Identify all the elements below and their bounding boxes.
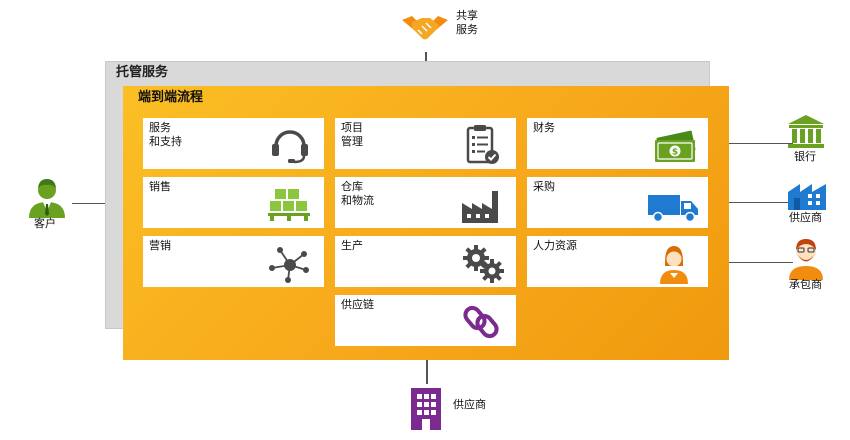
managed-services-title: 托管服务: [116, 65, 169, 80]
clipboard-checklist-icon: [466, 125, 499, 164]
tile-marketing[interactable]: 营销: [143, 236, 324, 287]
connector-supplier-bottom: [426, 346, 428, 384]
customer-icon: [29, 179, 65, 218]
shared-services-label: 共享 服务: [456, 9, 478, 36]
headset-icon: [272, 130, 308, 164]
chain-link-icon: [463, 305, 499, 339]
handshake-icon: [402, 16, 448, 40]
tile-sales[interactable]: 销售: [143, 177, 324, 228]
tile-label: 财务: [533, 121, 555, 134]
contractor-icon: [789, 239, 823, 280]
supplier-building-icon: [788, 184, 826, 210]
money-icon: $: [655, 130, 696, 162]
bank-label: 银行: [794, 150, 816, 163]
connector-contractor: [708, 262, 793, 263]
tile-warehouse-logistics[interactable]: 仓库 和物流: [335, 177, 516, 228]
connector-supplier-right: [708, 202, 793, 203]
tile-label: 销售: [149, 180, 171, 193]
gears-icon: [463, 245, 504, 283]
tile-label: 人力资源: [533, 239, 577, 252]
end-to-end-title: 端到端流程: [138, 90, 204, 105]
tile-label: 营销: [149, 239, 171, 252]
tile-procurement[interactable]: 采购: [527, 177, 708, 228]
tile-label: 采购: [533, 180, 555, 193]
network-nodes-icon: [269, 247, 309, 283]
connector-bank: [708, 143, 793, 144]
tile-label: 服务 和支持: [149, 121, 182, 148]
tile-human-resources[interactable]: 人力资源: [527, 236, 708, 287]
tile-finance[interactable]: 财务 $: [527, 118, 708, 169]
svg-text:$: $: [672, 148, 678, 158]
supplier-right-label: 供应商: [789, 211, 822, 224]
stacked-boxes-icon: [268, 189, 310, 221]
tile-label: 仓库 和物流: [341, 180, 374, 207]
contractor-label: 承包商: [789, 278, 822, 291]
tile-label: 生产: [341, 239, 363, 252]
bank-icon: [788, 115, 824, 148]
tile-service-support[interactable]: 服务 和支持: [143, 118, 324, 169]
supplier-office-icon: [411, 388, 441, 430]
factory-icon: [462, 191, 498, 223]
tile-label: 项目 管理: [341, 121, 363, 148]
customer-label: 客户: [34, 217, 56, 230]
tile-production[interactable]: 生产: [335, 236, 516, 287]
tile-supply-chain[interactable]: 供应链: [335, 295, 516, 346]
tile-label: 供应链: [341, 298, 374, 311]
tile-project-management[interactable]: 项目 管理: [335, 118, 516, 169]
supplier-bottom-label: 供应商: [453, 398, 486, 411]
person-icon: [660, 246, 688, 284]
delivery-truck-icon: [648, 195, 698, 223]
